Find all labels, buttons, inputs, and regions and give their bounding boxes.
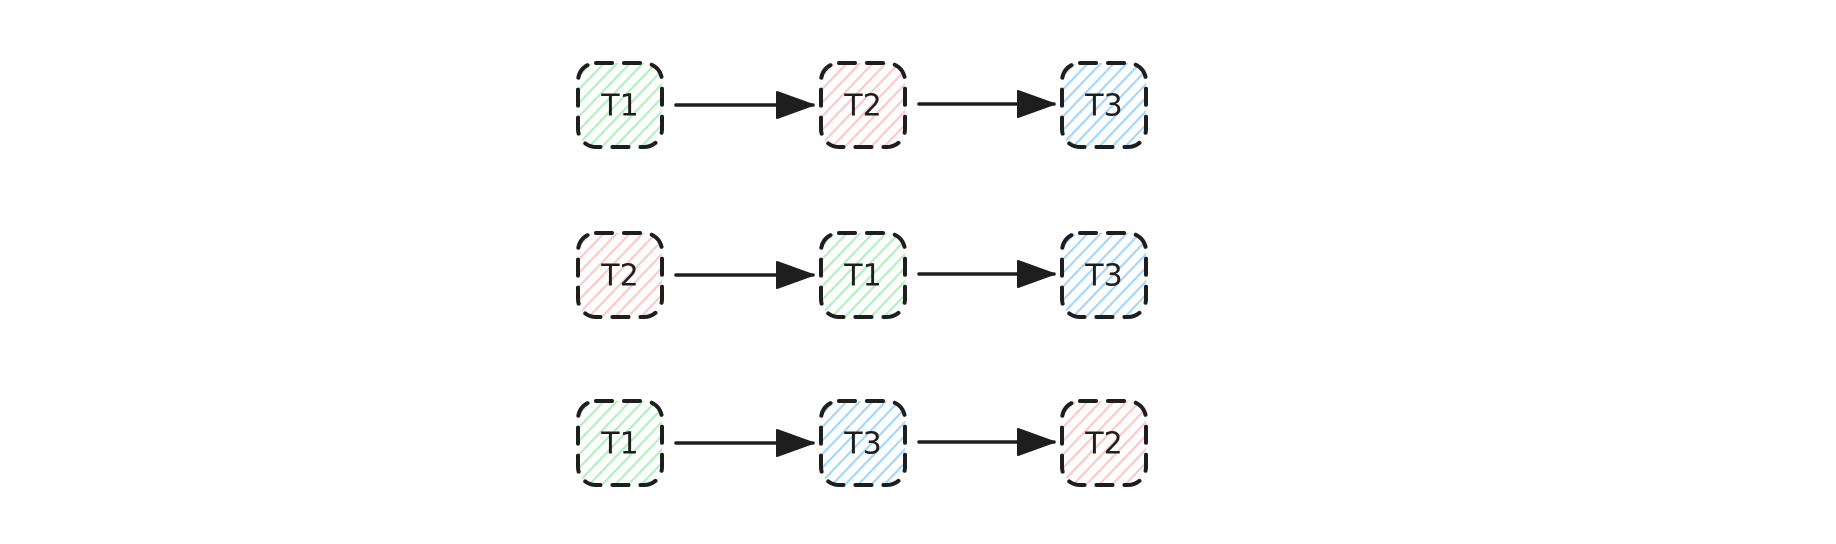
- task-node-t1: T1: [576, 61, 664, 149]
- node-label: T1: [600, 427, 638, 462]
- node-border: [576, 399, 664, 487]
- node-hatch-fill: [578, 63, 662, 147]
- task-node-t3: T3: [1060, 231, 1148, 319]
- node-border: [819, 61, 907, 149]
- node-label: T3: [843, 427, 881, 462]
- node-border: [576, 61, 664, 149]
- node-border: [1060, 399, 1148, 487]
- node-label: T2: [600, 259, 638, 294]
- node-label: T2: [843, 89, 881, 124]
- task-node-t2: T2: [819, 61, 907, 149]
- task-node-t3: T3: [1060, 61, 1148, 149]
- node-border: [819, 231, 907, 319]
- node-label: T1: [600, 89, 638, 124]
- node-border: [576, 231, 664, 319]
- node-border: [1060, 231, 1148, 319]
- node-hatch-fill: [1062, 63, 1146, 147]
- node-hatch-fill: [821, 401, 905, 485]
- node-label: T2: [1084, 427, 1122, 462]
- node-border: [1060, 61, 1148, 149]
- node-label: T3: [1084, 89, 1122, 124]
- task-node-t2: T2: [1060, 399, 1148, 487]
- task-node-t1: T1: [819, 231, 907, 319]
- node-label: T3: [1084, 259, 1122, 294]
- task-node-t3: T3: [819, 399, 907, 487]
- node-label: T1: [843, 259, 881, 294]
- node-hatch-fill: [821, 63, 905, 147]
- task-node-t2: T2: [576, 231, 664, 319]
- node-border: [819, 399, 907, 487]
- task-node-t1: T1: [576, 399, 664, 487]
